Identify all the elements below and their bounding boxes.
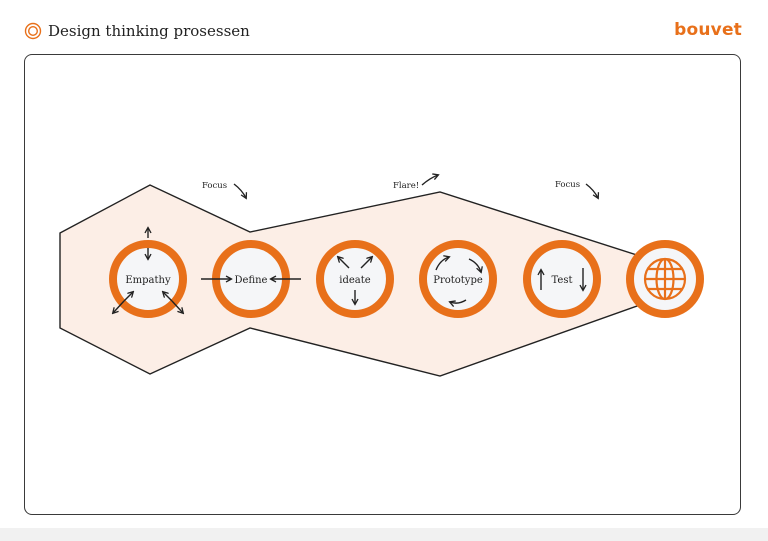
target-icon (24, 22, 42, 40)
header: Design thinking prosessen (24, 22, 250, 40)
page-title: Design thinking prosessen (48, 22, 250, 40)
stage-label: Empathy (125, 275, 171, 286)
cycle-arrows-icon (435, 257, 481, 303)
stage-label: Prototype (433, 275, 483, 286)
diverge-arrows-icon (338, 257, 372, 304)
stage-empathy: Empathy (109, 228, 187, 318)
annotation-label: Focus (202, 181, 227, 191)
annotation-focus-1: Focus (202, 181, 246, 198)
stage-ring (523, 240, 601, 318)
stage-label: Define (235, 275, 268, 286)
stage-label: ideate (339, 275, 370, 286)
bottom-bar (0, 528, 768, 541)
annotation-flare: Flare! (393, 175, 438, 191)
stage-prototype: Prototype (419, 240, 497, 318)
annotation-focus-2: Focus (555, 180, 598, 198)
stage-define: Define (201, 240, 301, 318)
stage-test: Test (523, 240, 601, 318)
annotation-label: Flare! (393, 181, 419, 191)
stage-label: Test (552, 275, 573, 286)
stage-launch (626, 240, 704, 318)
annotation-label: Focus (555, 180, 580, 190)
stage-ideate: ideate (316, 240, 394, 318)
stage-ring (419, 240, 497, 318)
up-down-arrows-icon (541, 268, 583, 290)
curved-arrow-icon (421, 175, 438, 186)
brand-logo: bouvet (674, 20, 742, 40)
expand-arrows-icon (113, 228, 183, 313)
curved-arrow-icon (233, 183, 246, 198)
curved-arrow-icon (585, 183, 598, 198)
globe-icon (643, 257, 687, 301)
